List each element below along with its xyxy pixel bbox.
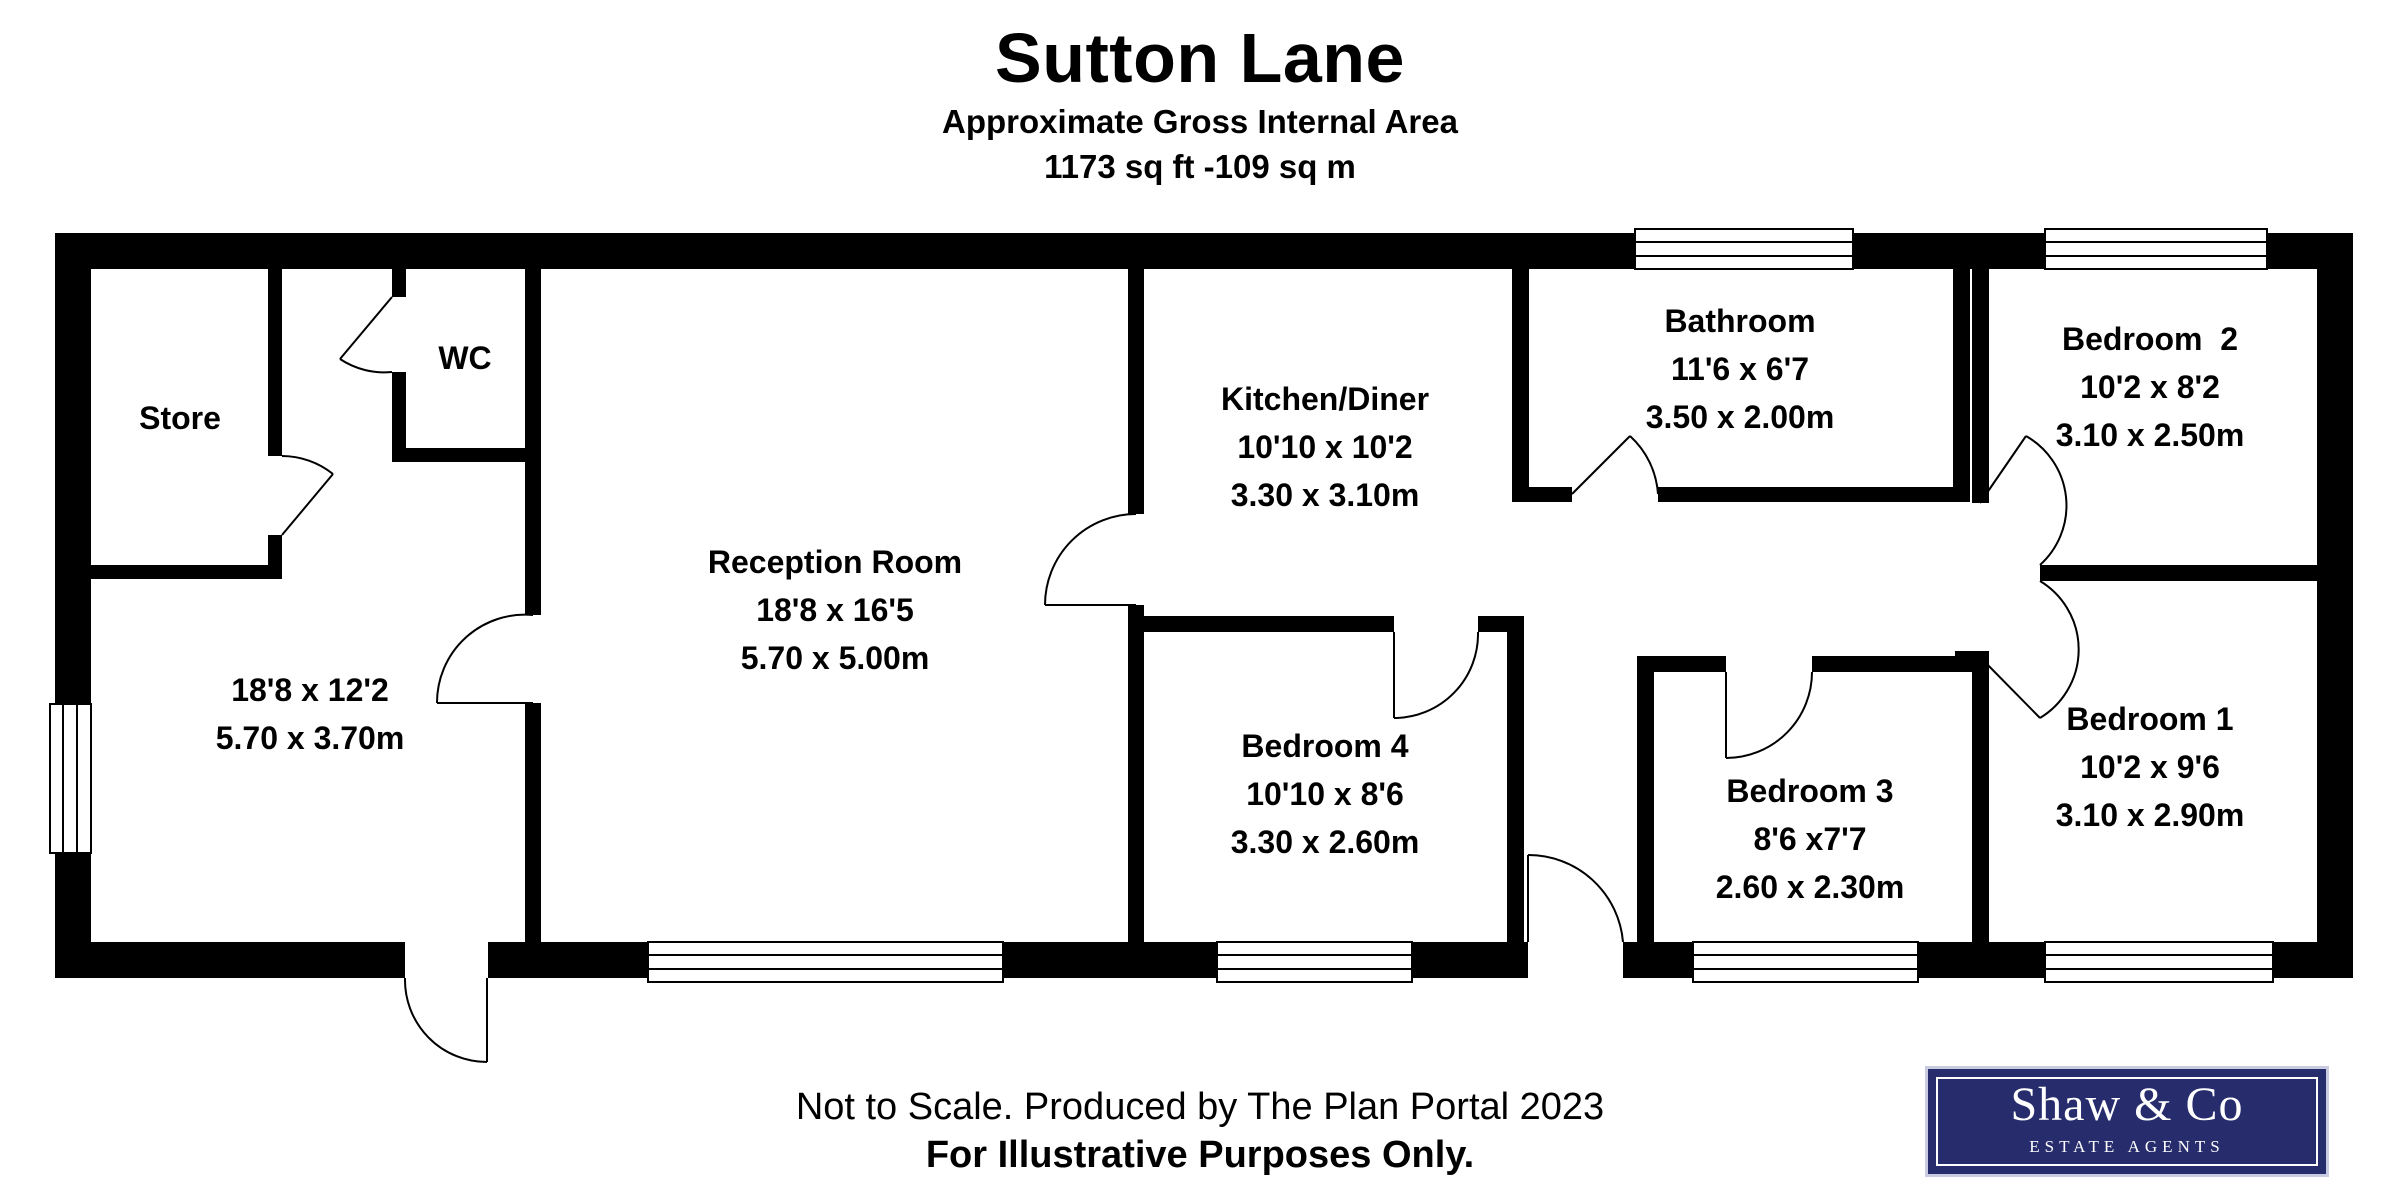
wall-reception-right-lower <box>1128 605 1144 943</box>
wall-bathroom-bottom-left <box>1512 487 1572 502</box>
wall-bedroom2-bottom <box>2040 565 2317 581</box>
door-front <box>1527 853 1624 943</box>
footer-disclaimer: Not to Scale. Produced by The Plan Porta… <box>795 1086 1605 1128</box>
room-bedroom3-imperial: 8'6 x7'7 <box>1753 821 1867 857</box>
window-bathroom <box>1634 228 1854 270</box>
wall-right <box>2317 233 2353 978</box>
room-bedroom2-metric: 3.10 x 2.50m <box>2055 417 2245 453</box>
wall-bathroom-right <box>1953 269 1970 502</box>
footer-illustrative: For Illustrative Purposes Only. <box>925 1134 1475 1176</box>
window-bedroom4 <box>1216 941 1413 983</box>
room-bedroom1-metric: 3.10 x 2.90m <box>2055 797 2245 833</box>
wall-bathroom-bottom-right <box>1658 487 1964 502</box>
doors <box>281 296 2080 1063</box>
room-reception: Reception Room 18'8 x 16'5 5.70 x 5.00m <box>650 538 1020 682</box>
door-bathroom <box>1571 435 1659 495</box>
room-bedroom2-name: Bedroom 2 <box>2061 321 2239 357</box>
room-kitchen: Kitchen/Diner 10'10 x 10'2 3.30 x 3.10m <box>1175 375 1475 519</box>
wall-wc-bottom <box>392 448 532 462</box>
room-kitchen-metric: 3.30 x 3.10m <box>1230 477 1420 513</box>
room-store-name: Store <box>139 400 221 436</box>
area-value: 1173 sq ft -109 sq m <box>1044 148 1356 185</box>
room-bathroom: Bathroom 11'6 x 6'7 3.50 x 2.00m <box>1600 297 1880 441</box>
room-store: Store <box>100 394 260 442</box>
room-bedroom1-imperial: 10'2 x 9'6 <box>2080 749 2220 785</box>
room-kitchen-imperial: 10'10 x 10'2 <box>1237 429 1413 465</box>
room-bedroom1: Bedroom 1 10'2 x 9'6 3.10 x 2.90m <box>2000 695 2300 839</box>
wall-wc-left <box>392 372 406 462</box>
wall-store-right-upper <box>268 269 282 456</box>
wall-reception-left-upper <box>525 269 541 615</box>
door-store <box>281 455 334 536</box>
room-bedroom4-name: Bedroom 4 <box>1241 728 1409 764</box>
logo-brand: Shaw & Co <box>2010 1078 2244 1131</box>
room-bedroom4-metric: 3.30 x 2.60m <box>1230 824 1420 860</box>
window-bedroom1 <box>2044 941 2274 983</box>
wall-store-bottom <box>91 565 282 579</box>
room-bedroom2: Bedroom 2 10'2 x 8'2 3.10 x 2.50m <box>2000 315 2300 459</box>
door-bedroom4 <box>1393 631 1480 719</box>
area-label: Approximate Gross Internal Area <box>942 103 1458 140</box>
door-entrance <box>403 977 488 1063</box>
room-bedroom3-name: Bedroom 3 <box>1726 773 1894 809</box>
room-wc: WC <box>410 334 520 382</box>
room-wc-name: WC <box>438 340 492 376</box>
room-kitchen-name: Kitchen/Diner <box>1220 381 1430 417</box>
wall-bedroom1-left <box>1972 657 1989 943</box>
wall-bedroom3-top-right <box>1812 656 1972 672</box>
room-bedroom3-metric: 2.60 x 2.30m <box>1715 869 1905 905</box>
window-reception <box>647 941 1004 983</box>
wall-bedroom2-left <box>1972 269 1989 503</box>
room-reception-imperial: 18'8 x 16'5 <box>756 592 914 628</box>
wall-top <box>55 233 2353 269</box>
room-reception-metric: 5.70 x 5.00m <box>740 640 930 676</box>
room-bedroom4-imperial: 10'10 x 8'6 <box>1246 776 1404 812</box>
wall-bottom-1 <box>55 942 405 978</box>
room-bedroom3: Bedroom 3 8'6 x7'7 2.60 x 2.30m <box>1670 767 1950 911</box>
wall-bedroom3-left <box>1637 656 1654 943</box>
door-bedroom2 <box>1979 435 2068 566</box>
wall-wc-left-stub <box>392 269 406 297</box>
wall-bedroom4-top <box>1144 616 1394 632</box>
plan-title: Sutton Lane <box>995 19 1405 97</box>
windows <box>49 228 2274 983</box>
window-bedroom2 <box>2044 228 2268 270</box>
wall-bedroom4-right <box>1507 616 1524 943</box>
door-bedroom3 <box>1725 671 1813 759</box>
window-bedroom3 <box>1692 941 1919 983</box>
room-bathroom-metric: 3.50 x 2.00m <box>1645 399 1835 435</box>
room-bathroom-imperial: 11'6 x 6'7 <box>1670 351 1809 387</box>
room-unnamed-metric: 5.70 x 3.70m <box>215 720 405 756</box>
shaw-co-logo: Shaw & Co ESTATE AGENTS <box>1925 1066 2329 1177</box>
room-bedroom1-name: Bedroom 1 <box>2066 701 2234 737</box>
logo-frame <box>1936 1077 2318 1166</box>
door-wc <box>339 296 393 374</box>
wall-reception-left-lower <box>525 703 541 943</box>
room-unnamed: 18'8 x 12'2 5.70 x 3.70m <box>160 666 460 762</box>
logo-tagline: ESTATE AGENTS <box>2029 1137 2225 1156</box>
room-reception-name: Reception Room <box>707 544 963 580</box>
door-reception <box>435 613 534 704</box>
room-bedroom4: Bedroom 4 10'10 x 8'6 3.30 x 2.60m <box>1175 722 1475 866</box>
door-kitchen <box>1044 513 1137 606</box>
wall-bathroom-left <box>1512 269 1529 500</box>
room-bedroom2-imperial: 10'2 x 8'2 <box>2080 369 2220 405</box>
room-bathroom-name: Bathroom <box>1664 303 1816 339</box>
wall-bedroom3-top-left <box>1637 656 1726 672</box>
wall-reception-right-upper <box>1128 269 1144 514</box>
room-unnamed-imperial: 18'8 x 12'2 <box>231 672 389 708</box>
wall-left-upper <box>55 233 91 704</box>
window-left <box>49 703 92 854</box>
door-bedroom1 <box>1979 580 2080 719</box>
